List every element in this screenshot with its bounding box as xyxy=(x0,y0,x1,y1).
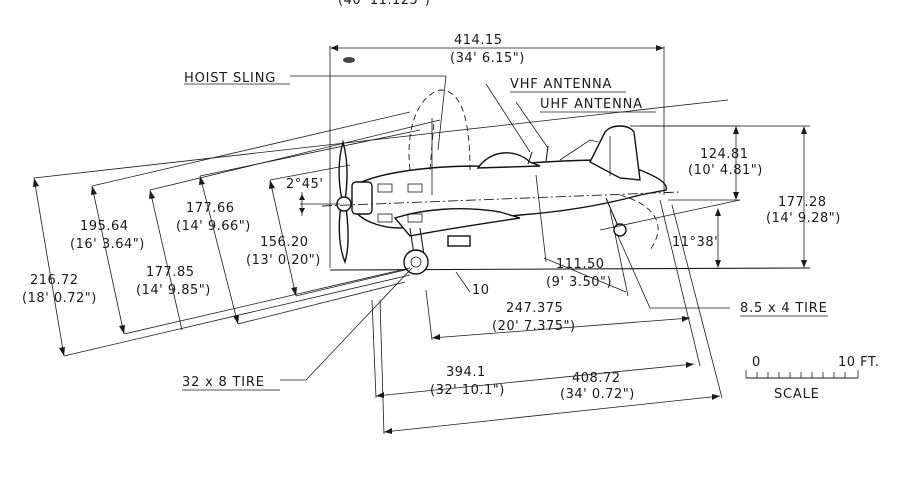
overall-height-sub: (14' 9.28") xyxy=(766,211,841,226)
overall-height-value: 177.28 xyxy=(778,195,827,210)
label-leaders xyxy=(184,75,730,381)
scale-end-label: 10 FT. xyxy=(838,355,879,370)
left-216-value: 216.72 xyxy=(30,273,79,288)
hoist-sling-label: HOIST SLING xyxy=(184,71,276,86)
span-top-value: 414.15 xyxy=(454,33,503,48)
len-408-sub: (34' 0.72") xyxy=(560,387,635,402)
scale-title: SCALE xyxy=(774,387,820,402)
left-156-value: 156.20 xyxy=(260,235,309,250)
dimension-lines xyxy=(33,45,810,435)
aircraft-silhouette xyxy=(321,57,811,275)
wheelbase-value: 111.50 xyxy=(556,257,605,272)
ref-ten-label: 10 xyxy=(472,283,490,298)
span-top-sub: (34' 6.15") xyxy=(450,51,525,66)
left-195-value: 195.64 xyxy=(80,219,129,234)
left-177-66-sub: (14' 9.66") xyxy=(176,219,251,234)
text-labels: HOIST SLING VHF ANTENNA UHF ANTENNA 414.… xyxy=(22,33,841,402)
scale-start-label: 0 xyxy=(752,355,761,370)
angle-small-value: 2°45' xyxy=(286,177,323,192)
tire-main-label: 32 x 8 TIRE xyxy=(182,375,265,390)
left-177-66-value: 177.66 xyxy=(186,201,235,216)
len-408-value: 408.72 xyxy=(572,371,621,386)
left-177-85-value: 177.85 xyxy=(146,265,195,280)
left-216-sub: (18' 0.72") xyxy=(22,291,97,306)
left-177-85-sub: (14' 9.85") xyxy=(136,283,211,298)
tire-tail-label: 8.5 x 4 TIRE xyxy=(740,301,828,316)
angle-ground-value: 11°38' xyxy=(672,235,718,250)
uhf-antenna-label: UHF ANTENNA xyxy=(540,97,643,112)
left-195-sub: (16' 3.64") xyxy=(70,237,145,252)
len-394-value: 394.1 xyxy=(446,365,486,380)
left-156-sub: (13' 0.20") xyxy=(246,253,321,268)
len-247-value: 247.375 xyxy=(506,301,563,316)
vhf-antenna-label: VHF ANTENNA xyxy=(510,77,612,92)
tail-height-sub: (10' 4.81") xyxy=(688,163,763,178)
len-394-sub: (32' 10.1") xyxy=(430,383,505,398)
top-cut-text: (40' 11.125") xyxy=(338,0,430,8)
len-247-sub: (20' 7.375") xyxy=(492,319,576,334)
wheelbase-sub: (9' 3.50") xyxy=(546,275,612,290)
tail-height-value: 124.81 xyxy=(700,147,749,162)
scale-bar: 0 10 FT. SCALE xyxy=(745,355,879,402)
